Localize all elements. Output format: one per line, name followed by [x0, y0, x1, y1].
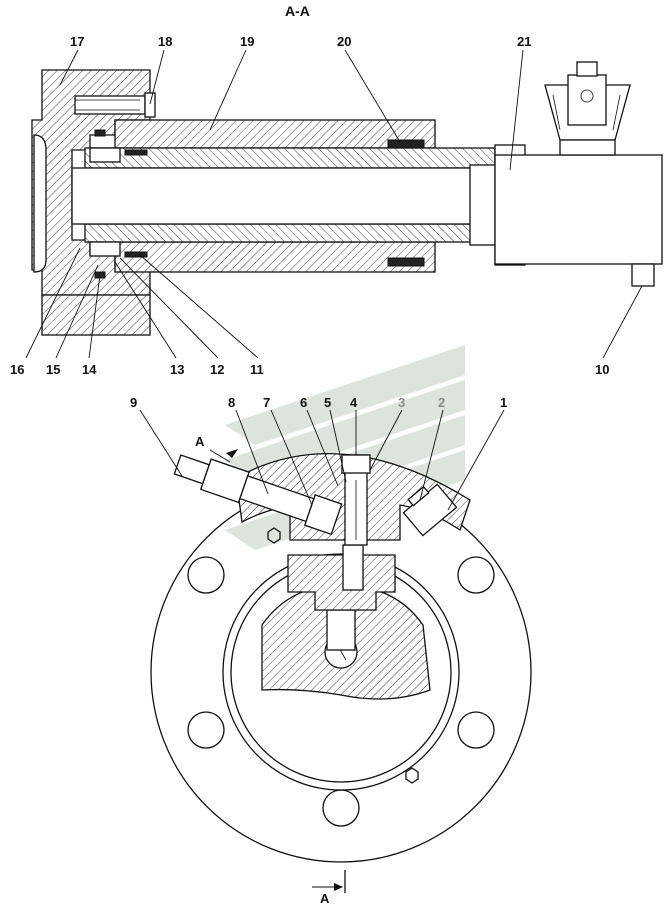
callout-12: 12 — [210, 362, 224, 377]
sleeve-lower — [84, 223, 496, 243]
adapter-ring — [469, 164, 499, 246]
section-arrow-bottom: А — [312, 870, 346, 906]
block-21 — [494, 154, 663, 265]
bolt-hole — [187, 711, 225, 749]
hex-nut — [405, 767, 419, 784]
callout-19: 19 — [240, 34, 254, 49]
seal-20-top — [387, 139, 425, 149]
flange-view — [150, 452, 532, 863]
valve-body — [287, 554, 396, 611]
callout-3: 3 — [398, 395, 405, 410]
fitting-8-nut — [303, 494, 343, 536]
fitting-1-cap — [407, 485, 430, 507]
leaders-bottom — [139, 409, 505, 511]
seal-pack-top — [89, 147, 121, 163]
callout-4: 4 — [350, 395, 358, 410]
callout-21: 21 — [517, 34, 531, 49]
bolt-hole — [187, 556, 225, 594]
callout-14: 14 — [82, 362, 97, 377]
channel — [342, 544, 364, 591]
callout-20: 20 — [337, 34, 351, 49]
seal-20-bottom — [387, 257, 425, 267]
callout-8: 8 — [228, 395, 235, 410]
bolt-hole — [457, 556, 495, 594]
fitting-cap — [576, 61, 598, 77]
callout-15: 15 — [46, 362, 60, 377]
plug-10 — [631, 263, 655, 287]
callout-6: 6 — [300, 395, 307, 410]
callout-13: 13 — [170, 362, 184, 377]
bolt-hole — [322, 789, 360, 827]
callout-10: 10 — [595, 362, 609, 377]
fitting-hex — [567, 74, 607, 126]
bore — [71, 167, 493, 225]
callout-7: 7 — [263, 395, 270, 410]
housing-lower — [114, 241, 436, 273]
fitting-1-2 — [402, 483, 458, 537]
section-title: А-А — [285, 3, 310, 19]
hex-nut — [267, 527, 281, 544]
bolt-head-18 — [144, 92, 156, 118]
leaders-top — [25, 49, 643, 359]
callout-18: 18 — [158, 34, 172, 49]
callout-16: 16 — [10, 362, 24, 377]
flange-recess — [33, 134, 47, 273]
callout-1: 1 — [500, 395, 507, 410]
ring-11-bottom — [124, 251, 148, 258]
section-arrow-top: А — [195, 434, 238, 463]
housing-upper — [114, 119, 436, 149]
section-view — [31, 61, 663, 336]
valve-4-hex — [341, 454, 371, 474]
section-letter-top: А — [195, 434, 205, 449]
callout-2: 2 — [438, 395, 445, 410]
callout-5: 5 — [324, 395, 331, 410]
shaft-pin-body — [326, 609, 356, 651]
callout-9: 9 — [130, 395, 137, 410]
section-letter-bottom: А — [320, 891, 330, 906]
ring-11-top — [124, 149, 148, 156]
callout-17: 17 — [70, 34, 84, 49]
callout-11: 11 — [250, 362, 264, 377]
seal-pack-bottom — [89, 241, 121, 257]
bolt-hole — [457, 711, 495, 749]
oring-top — [94, 129, 106, 137]
bolt-18 — [74, 95, 146, 115]
flange-lower — [41, 294, 151, 336]
fitting-8-9 — [173, 454, 343, 536]
block-fitting-neck — [559, 139, 616, 156]
